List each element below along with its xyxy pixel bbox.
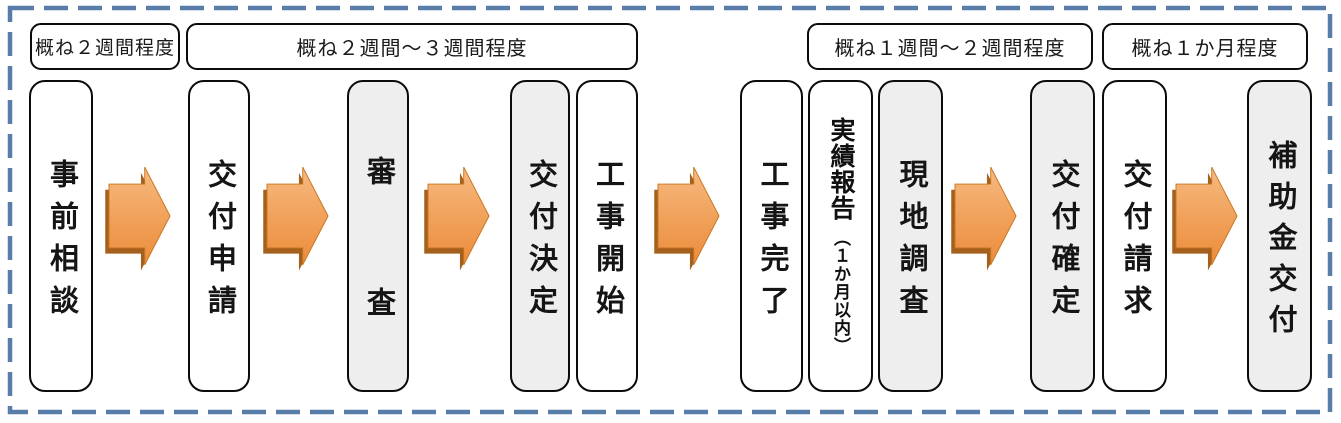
step-label: 補助金交付	[1264, 139, 1296, 345]
step-grant-application: 交付申請	[188, 80, 250, 392]
step-site-survey: 現地調査	[878, 80, 943, 392]
duration-label-2: 概ね２週間～３週間程度	[186, 23, 638, 70]
flow-arrow-icon	[263, 166, 329, 271]
step-label: 交付決定	[524, 158, 557, 327]
step-label: 交付確定	[1047, 158, 1079, 327]
duration-label-1: 概ね２週間程度	[30, 23, 180, 70]
step-label-group: 実績報告 （１か月以内）	[827, 117, 855, 355]
step-grant-decision: 交付決定	[510, 80, 570, 392]
flow-arrow-icon	[424, 166, 490, 271]
step-label: 現地調査	[895, 158, 927, 327]
flow-arrow-icon	[951, 166, 1017, 271]
step-label: 審査	[362, 156, 395, 418]
step-label: 事前相談	[45, 158, 78, 327]
step-grant-confirmation: 交付確定	[1030, 80, 1095, 392]
step-label: 工事完了	[756, 158, 788, 327]
step-construction-start: 工事開始	[576, 80, 638, 392]
step-label: 交付申請	[203, 158, 236, 327]
duration-label-3: 概ね１週間～２週間程度	[807, 23, 1093, 70]
step-prior-consultation: 事前相談	[29, 80, 93, 392]
step-review: 審査	[347, 80, 409, 418]
flow-arrow-icon	[105, 166, 171, 271]
step-label: 交付請求	[1119, 158, 1151, 327]
flow-arrow-icon	[1172, 166, 1238, 271]
step-grant-claim: 交付請求	[1102, 80, 1167, 392]
step-performance-report: 実績報告 （１か月以内）	[808, 80, 873, 392]
step-sublabel: （１か月以内）	[831, 229, 850, 355]
step-label: 実績報告	[827, 117, 855, 221]
step-construction-complete: 工事完了	[740, 80, 803, 392]
step-subsidy-payment: 補助金交付	[1247, 80, 1312, 392]
step-label: 工事開始	[591, 158, 624, 327]
duration-label-4: 概ね１か月程度	[1102, 23, 1308, 70]
flow-arrow-icon	[654, 166, 720, 271]
